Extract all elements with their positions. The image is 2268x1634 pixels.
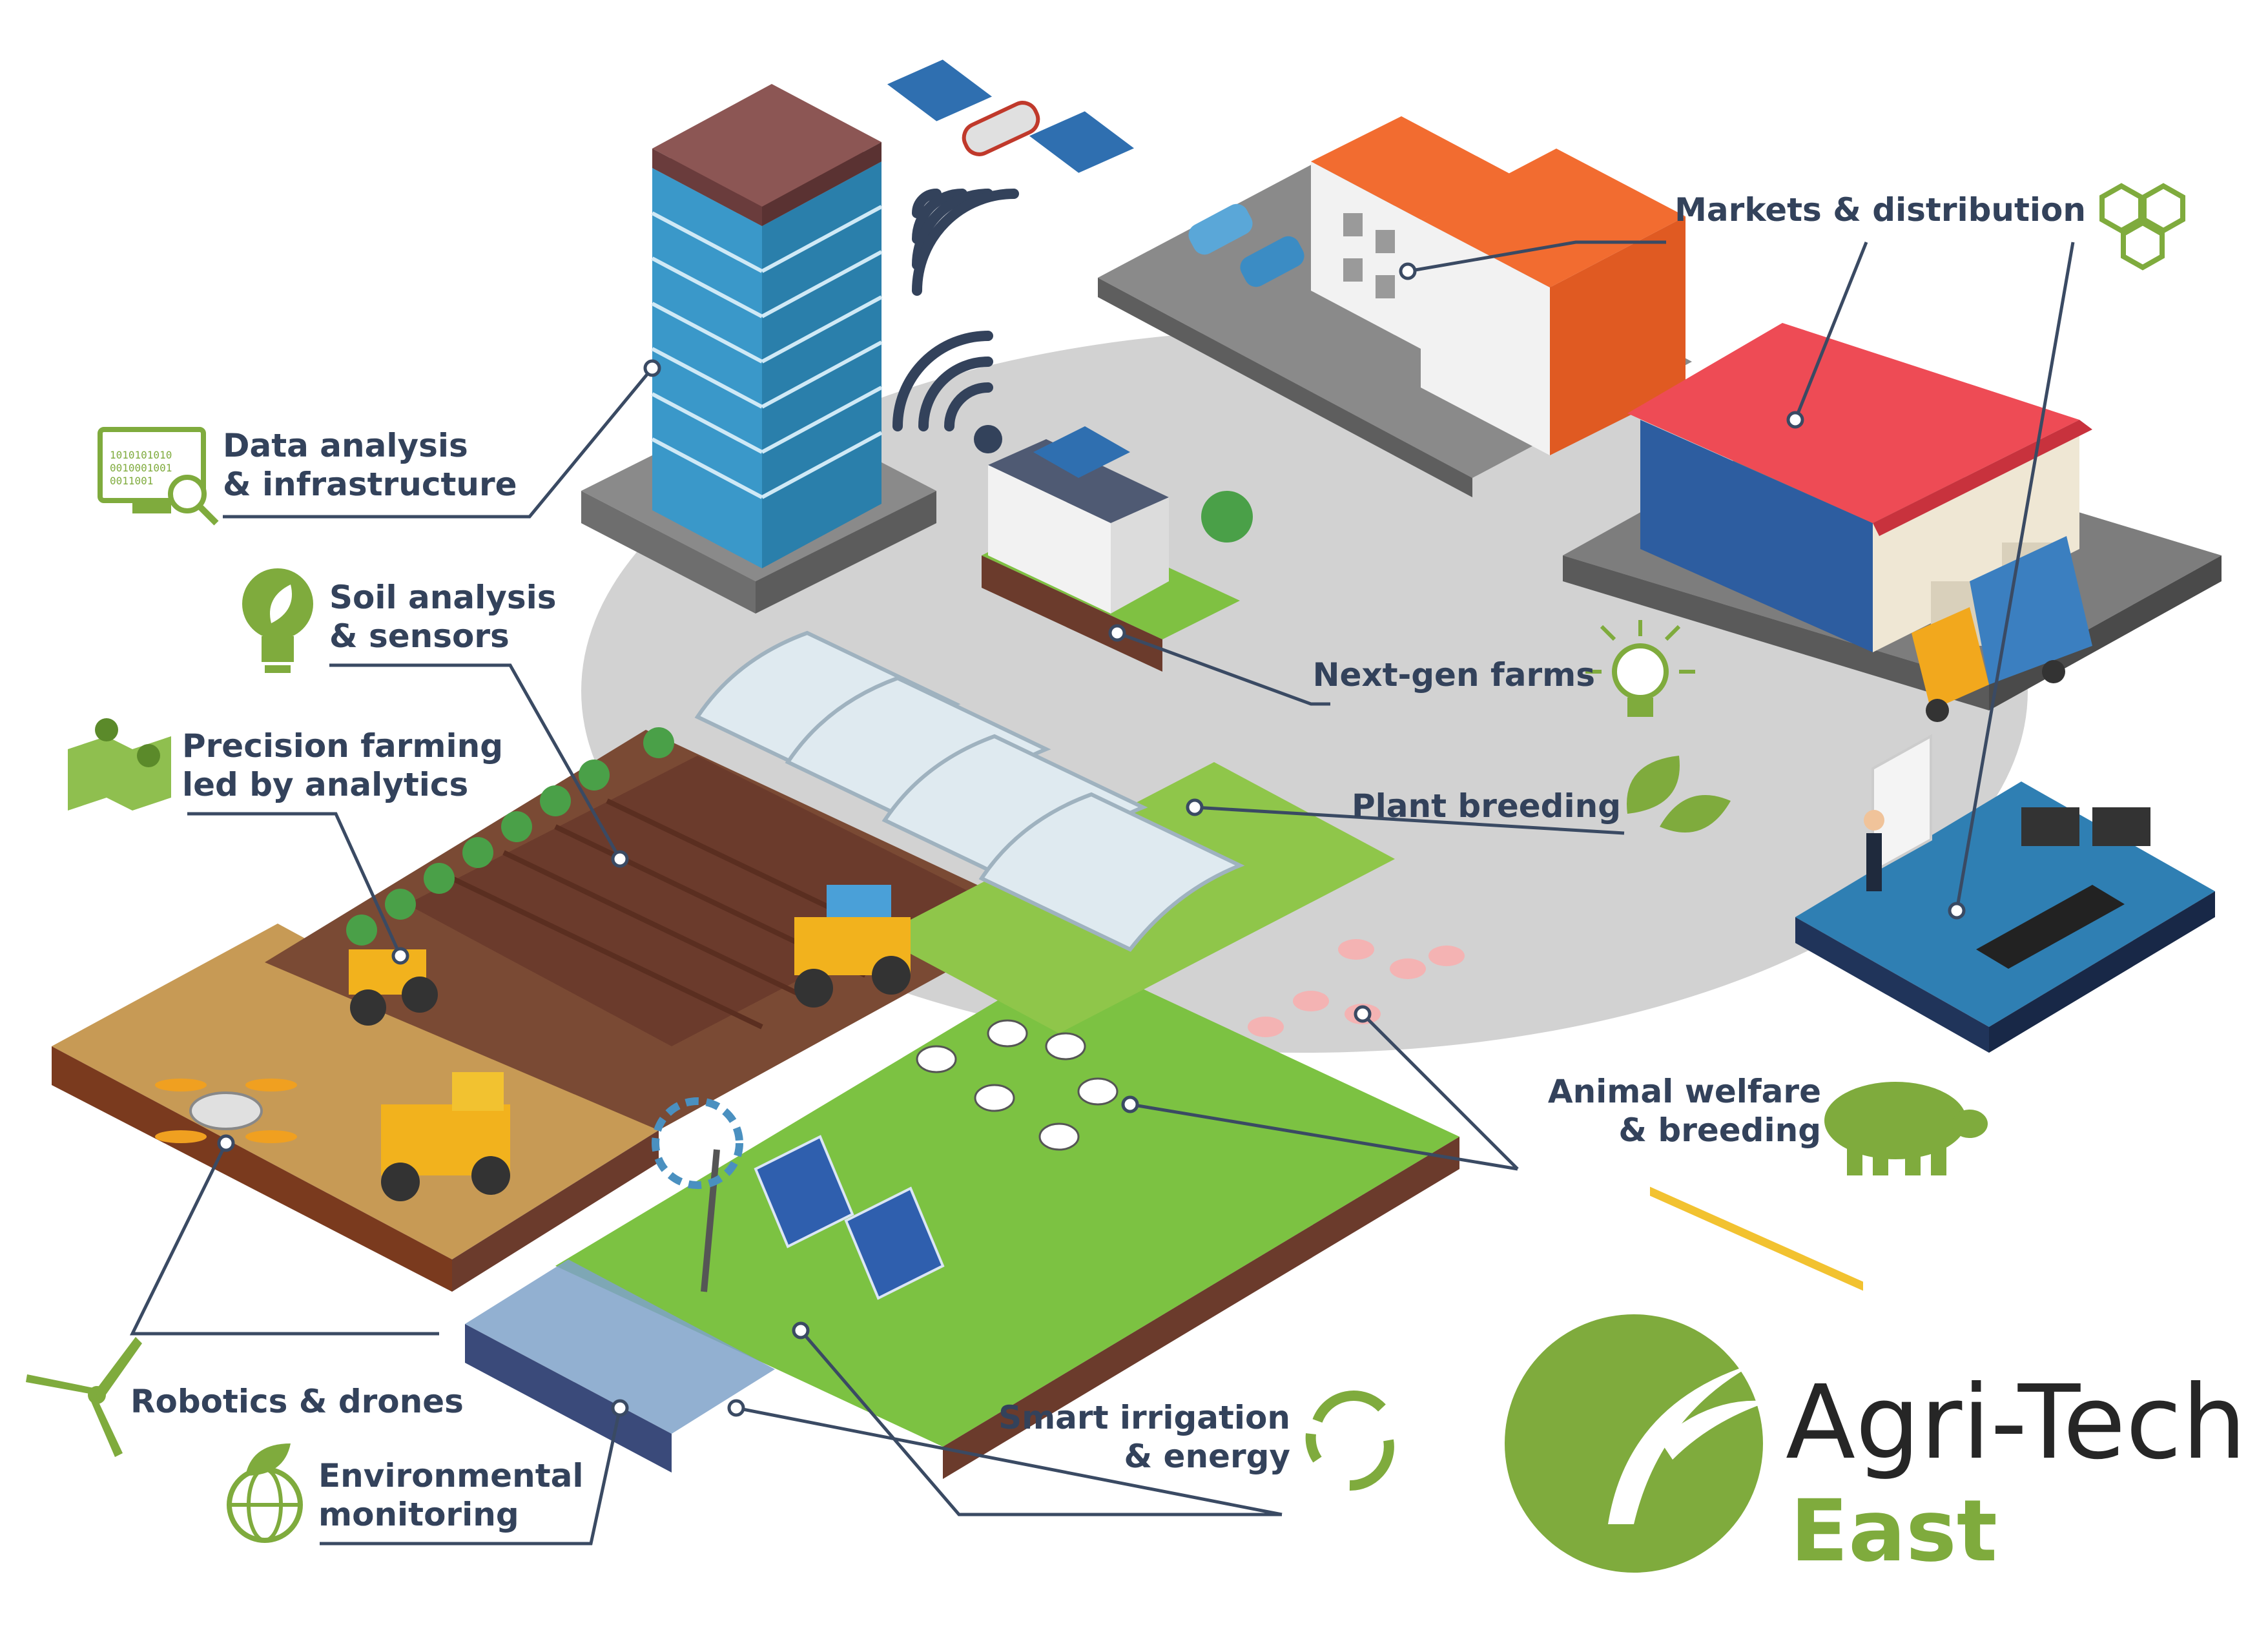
label-next-gen-farms: Next-gen farms (1312, 656, 1595, 694)
leader-lines (129, 240, 2075, 1546)
leader-dots (217, 262, 1966, 1417)
monitor-binary-3: 0011001 (110, 475, 153, 487)
label-smart-irrigation: Smart irrigation & energy (969, 1398, 1290, 1476)
sprayer-tractor (794, 885, 911, 1008)
label-animal-welfare-line2: & breeding (1618, 1112, 1821, 1149)
leaves-icon (1627, 756, 1731, 833)
wind-turbine-icon (26, 1337, 142, 1457)
windmill (652, 1097, 743, 1292)
recycle-arrows-icon (1305, 1391, 1394, 1491)
drone (155, 1079, 297, 1143)
label-environmental-line1: Environmental (318, 1457, 584, 1494)
label-precision-farming-line1: Precision farming (182, 727, 504, 765)
label-precision-farming: Precision farming led by analytics (182, 727, 503, 804)
label-markets-distribution: Markets & distribution (1675, 191, 2086, 229)
trees (346, 491, 1253, 946)
house (982, 426, 1240, 672)
lightbulb-leaf-icon (242, 568, 313, 673)
control-room (1795, 734, 2215, 1053)
label-precision-farming-line2: led by analytics (182, 766, 469, 803)
label-soil-analysis: Soil analysis & sensors (329, 578, 557, 656)
solar-panels (754, 1135, 945, 1300)
logo-text-east: East (1790, 1482, 1997, 1581)
label-animal-welfare: Animal welfare & breeding (1485, 1072, 1821, 1150)
globe-leaf-icon (227, 1443, 303, 1543)
label-animal-welfare-line1: Animal welfare (1547, 1073, 1821, 1110)
agritech-logo-mark (1505, 1314, 1769, 1573)
office-tower (581, 84, 936, 614)
market-block (1098, 116, 1692, 497)
monitor-binary-1: 1010101010 (110, 449, 172, 461)
tractor-yellow (349, 949, 438, 1026)
label-environmental-line2: monitoring (318, 1496, 519, 1533)
label-data-analysis-line2: & infrastructure (223, 466, 517, 503)
hexagons-icon (2099, 183, 2185, 271)
label-smart-irrigation-line1: Smart irrigation (998, 1399, 1290, 1436)
farm-platform (52, 730, 1459, 1479)
pig-pen (1248, 939, 1465, 1037)
label-environmental: Environmental monitoring (318, 1456, 583, 1534)
delivery-truck (1912, 536, 2092, 722)
satellite-icon (882, 56, 1139, 176)
greenhouses (694, 630, 1245, 952)
sheep-pen (916, 1019, 1119, 1151)
label-robotics: Robotics & drones (130, 1383, 464, 1420)
monitor-analytics-icon: 1010101010 0010001001 0011001 (98, 427, 219, 526)
logo-text-agritech: Agri-Tech (1786, 1363, 2247, 1482)
label-data-analysis: Data analysis & infrastructure (223, 426, 517, 504)
label-smart-irrigation-line2: & energy (1124, 1438, 1290, 1475)
monitor-binary-2: 0010001001 (110, 462, 172, 474)
wifi-signal-icon (912, 189, 1019, 296)
wifi-signal-icon (892, 331, 1002, 453)
label-soil-analysis-line1: Soil analysis (329, 579, 557, 616)
label-soil-analysis-line2: & sensors (329, 617, 510, 655)
label-data-analysis-line1: Data analysis (223, 427, 468, 464)
map-pins-icon (68, 718, 171, 811)
label-plant-breeding: Plant breeding (1351, 787, 1621, 825)
lightbulb-icon (1585, 620, 1695, 717)
pig-icon (1824, 1082, 1988, 1175)
combine-harvester (381, 1072, 510, 1201)
